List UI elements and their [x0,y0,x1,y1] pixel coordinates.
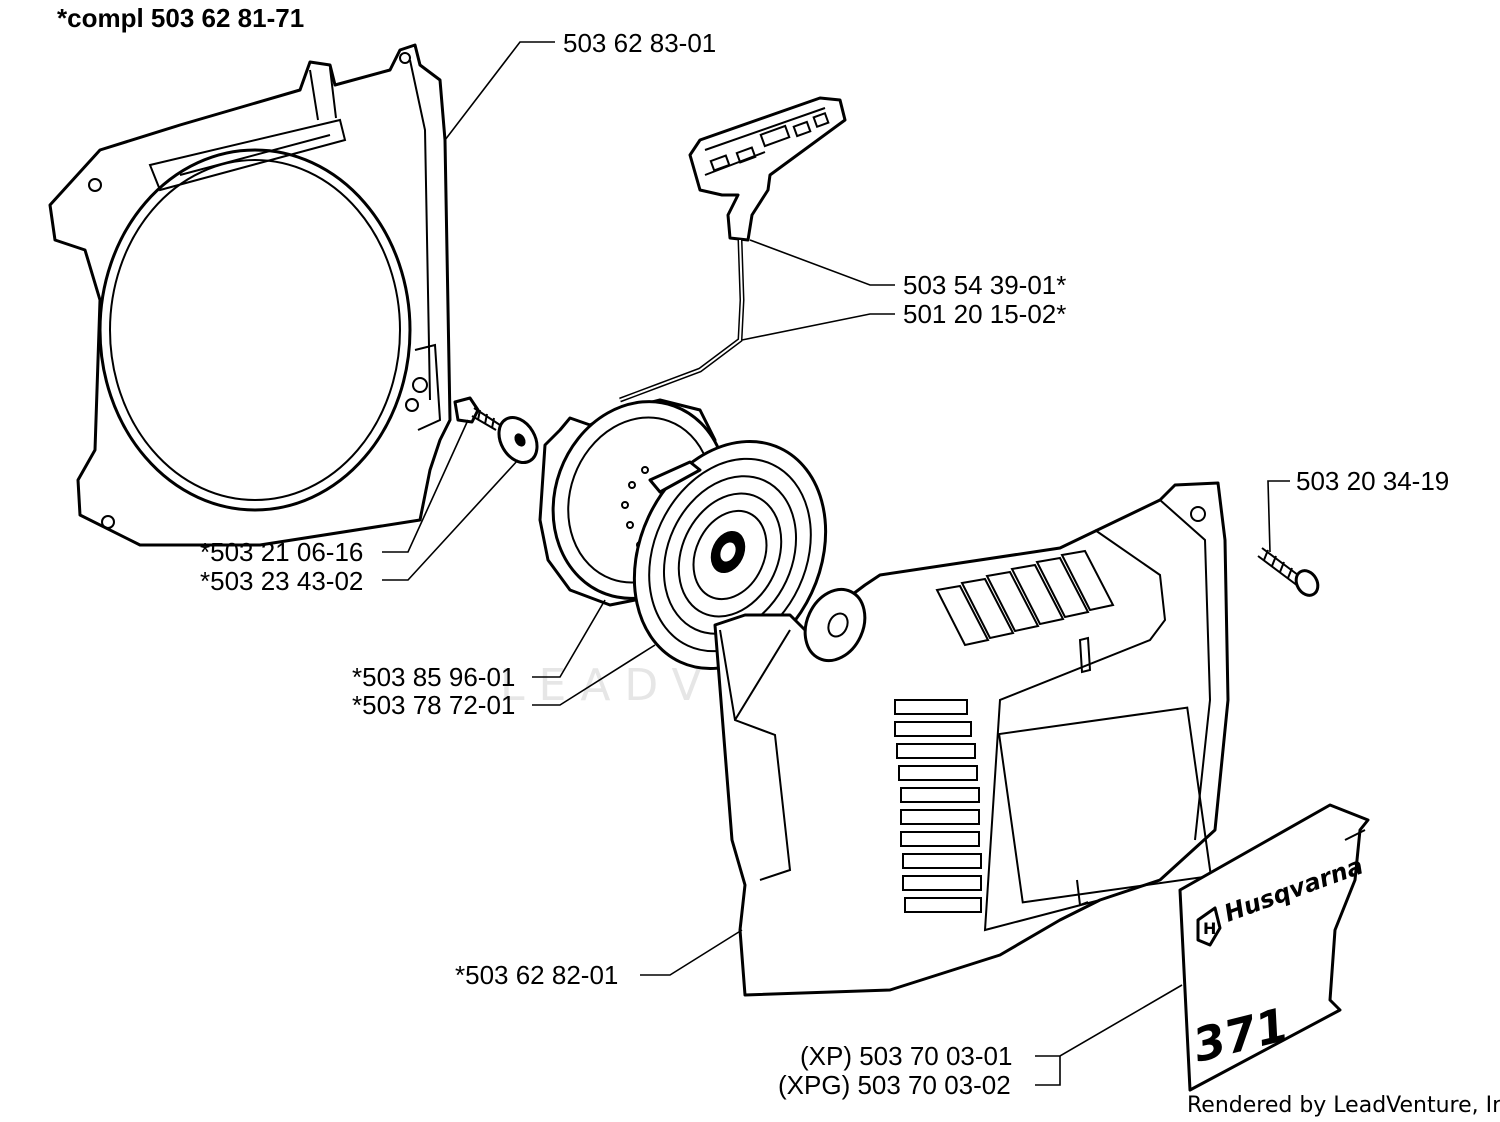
part-label[interactable]: *503 62 82-01 [455,960,618,990]
part-label[interactable]: *503 21 06-16 [200,537,363,567]
part-label[interactable]: (XPG) 503 70 03-02 [778,1070,1011,1100]
starter-handle-part[interactable] [688,96,847,242]
part-label[interactable]: 503 62 83-01 [563,28,716,58]
rendered-by-credit: Rendered by LeadVenture, Inc. [1187,1093,1500,1118]
starter-cord-part[interactable] [619,239,745,403]
washer-part[interactable] [491,411,544,470]
part-label[interactable]: *503 78 72-01 [352,690,515,720]
decal-part[interactable]: H Husqvarna 371 [1178,803,1370,1092]
cover-screw-part[interactable] [1257,547,1322,599]
assembly-label: *compl 503 62 81-71 [57,3,304,33]
fan-housing-part[interactable] [48,43,452,547]
svg-text:H: H [1203,919,1216,938]
leader-lines [382,41,1290,1086]
husqvarna-logo-icon: H [1196,906,1222,947]
part-label[interactable]: *503 85 96-01 [352,662,515,692]
recoil-spring-part[interactable] [599,410,862,700]
part-label[interactable]: 501 20 15-02* [903,299,1066,329]
part-label[interactable]: 503 20 34-19 [1296,466,1449,496]
part-label[interactable]: (XP) 503 70 03-01 [800,1041,1012,1071]
part-label[interactable]: *503 23 43-02 [200,566,363,596]
part-label[interactable]: 503 54 39-01* [903,270,1066,300]
screw-part[interactable] [453,396,501,431]
cover-bushing-part[interactable] [794,580,876,671]
